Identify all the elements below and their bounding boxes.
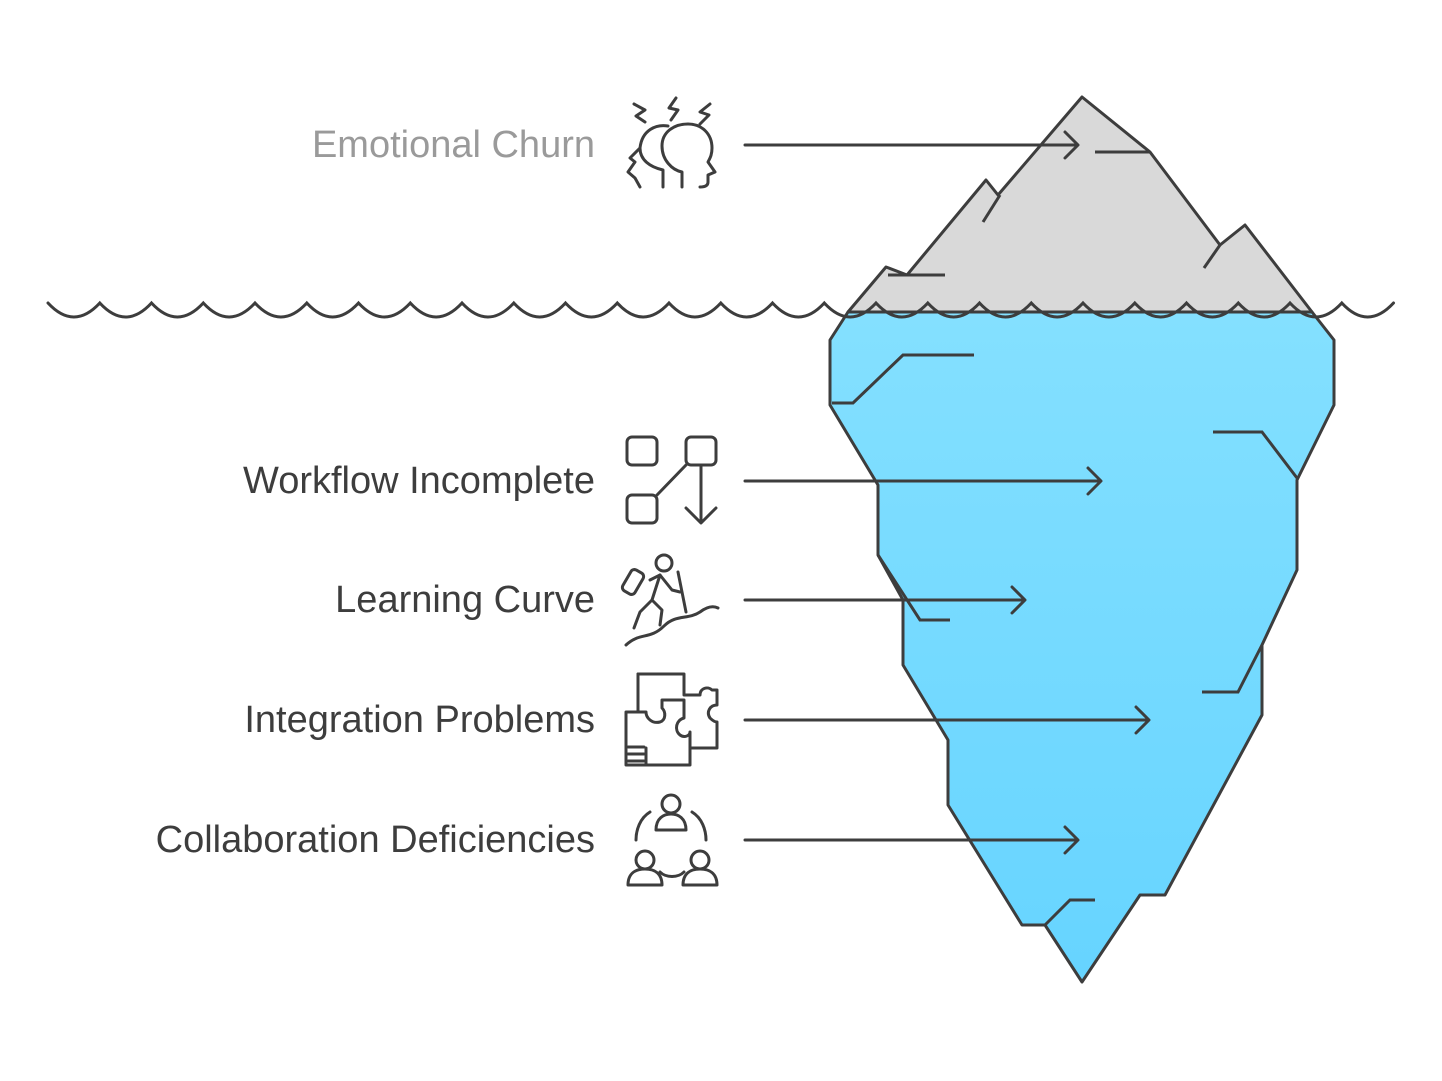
puzzle-pieces-icon	[624, 672, 719, 767]
iceberg-tip	[846, 95, 1314, 314]
team-circle-icon	[626, 793, 719, 887]
iceberg-underwater	[828, 310, 1336, 984]
label-collaboration-deficiencies: Collaboration Deficiencies	[156, 819, 595, 861]
tip-crack-lines	[888, 150, 1222, 277]
arrow-integration-problems	[743, 705, 1151, 735]
underwater-crack-lines	[832, 353, 1299, 927]
workflow-diagram-icon	[625, 435, 718, 525]
arrow-learning-curve	[743, 585, 1027, 615]
arrow-emotional-churn	[743, 130, 1080, 160]
hiker-climbing-icon	[620, 553, 720, 647]
label-integration-problems: Integration Problems	[244, 699, 595, 741]
label-emotional-churn: Emotional Churn	[312, 124, 595, 166]
label-learning-curve: Learning Curve	[335, 579, 595, 621]
stressed-head-icon	[626, 96, 717, 189]
waterline	[46, 300, 1395, 319]
label-workflow-incomplete: Workflow Incomplete	[243, 460, 595, 502]
arrow-workflow-incomplete	[743, 466, 1103, 496]
arrow-collaboration-deficiencies	[743, 825, 1080, 855]
